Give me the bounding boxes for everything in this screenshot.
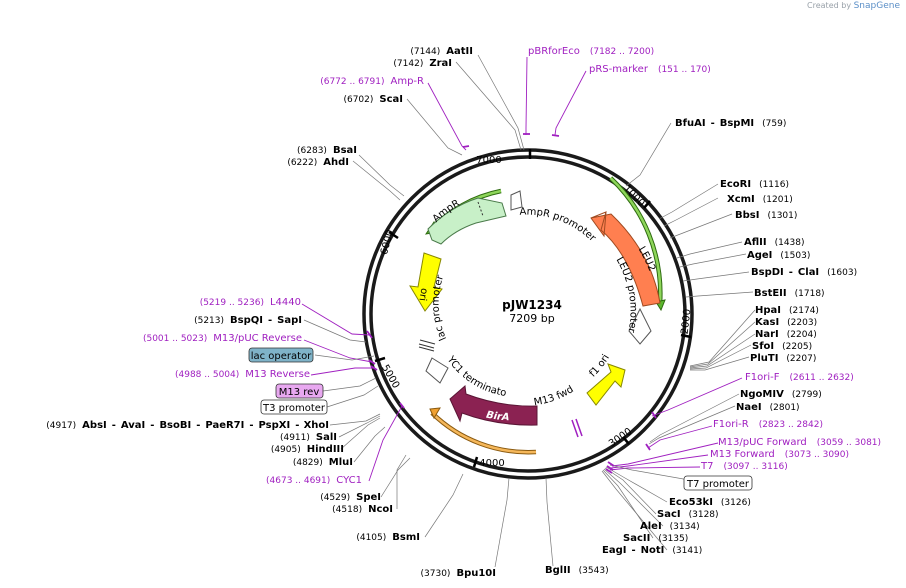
enzyme-nari[interactable]: NarI(2204) bbox=[755, 329, 817, 340]
enzyme-saci[interactable]: SacI(3128) bbox=[657, 509, 719, 520]
tick-4000: 4000 bbox=[479, 458, 504, 469]
bira-arrow[interactable] bbox=[449, 385, 538, 426]
enzyme-xcmi[interactable]: XcmI(1201) bbox=[727, 194, 793, 205]
site-m13-rev: M13 rev bbox=[279, 387, 320, 398]
ampr-promoter-arrow[interactable] bbox=[510, 190, 523, 211]
enzyme-leader-lines bbox=[303, 54, 756, 568]
enzyme-sali[interactable]: (4911)SalI bbox=[280, 432, 337, 443]
ori-arrow[interactable] bbox=[409, 252, 443, 312]
plasmid-length: 7209 bp bbox=[509, 312, 554, 325]
enzyme-hpai[interactable]: HpaI(2174) bbox=[755, 305, 819, 316]
enzyme-alei[interactable]: AleI(3134) bbox=[640, 521, 700, 532]
site-lac-operator: lac operator bbox=[251, 351, 312, 362]
ruler-ticks bbox=[374, 149, 692, 468]
site-m13-reverse[interactable]: (4988 .. 5004)M13 Reverse bbox=[175, 369, 310, 380]
enzyme-bsai[interactable]: (6283)BsaI bbox=[297, 145, 357, 156]
f1-ori-arrow[interactable] bbox=[586, 363, 626, 406]
lac-promoter-arrow[interactable] bbox=[425, 357, 449, 384]
bira-ring-arrow-icon bbox=[429, 407, 441, 420]
site-leader-lines bbox=[301, 56, 743, 482]
enzyme-avai-group[interactable]: (4917)AbsI-AvaI-BsoBI-PaeR7I-PspXI-XhoI bbox=[46, 420, 329, 431]
ampr-promoter-label: AmpR promoter bbox=[519, 206, 598, 244]
leu2-arrow[interactable] bbox=[590, 211, 661, 307]
t7-promoter-box[interactable] bbox=[683, 475, 753, 491]
enzyme-bpu10i[interactable]: (3730)Bpu10I bbox=[421, 568, 496, 579]
enzyme-ncoi[interactable]: (4518)NcoI bbox=[332, 504, 393, 515]
enzyme-ahdi[interactable]: (6222)AhdI bbox=[287, 157, 349, 168]
bira-ring-overlay-inner bbox=[431, 412, 537, 454]
tick-2000: 2000 bbox=[680, 308, 694, 335]
tick-6000: 6000 bbox=[379, 229, 396, 256]
ampr-dashes bbox=[477, 201, 484, 217]
enzyme-bsteii[interactable]: BstEII(1718) bbox=[754, 288, 825, 299]
site-l4440[interactable]: (5219 .. 5236)L4440 bbox=[200, 297, 301, 308]
enzyme-agei[interactable]: AgeI(1503) bbox=[747, 250, 810, 261]
lac-promoter-label: lac promoter bbox=[431, 273, 450, 342]
enzyme-bbsi[interactable]: BbsI(1301) bbox=[735, 210, 797, 221]
enzyme-sacii[interactable]: SacII(3135) bbox=[623, 533, 688, 544]
m13-rev-box[interactable] bbox=[275, 383, 324, 399]
enzyme-hindiii[interactable]: (4905)HindIII bbox=[271, 444, 344, 455]
leu2-ring-overlay-inner bbox=[609, 177, 662, 303]
site-f1ori-f[interactable]: F1ori-F(2611 .. 2632) bbox=[745, 372, 854, 383]
site-m13-puc-forward[interactable]: M13/pUC Forward(3059 .. 3081) bbox=[718, 437, 881, 448]
brand-prefix: Created by bbox=[807, 1, 852, 10]
site-pbrforeco[interactable]: pBRforEco(7182 .. 7200) bbox=[528, 46, 654, 57]
brand-name: SnapGene bbox=[853, 1, 900, 11]
enzyme-ecori[interactable]: EcoRI(1116) bbox=[720, 179, 789, 190]
enzyme-zrai[interactable]: (7142)ZraI bbox=[393, 58, 452, 69]
enzyme-aatii[interactable]: (7144)AatII bbox=[410, 46, 473, 57]
plasmid-name: pJW1234 bbox=[502, 298, 562, 312]
site-amp-r[interactable]: (6772 .. 6791)Amp-R bbox=[320, 76, 424, 87]
lac-operator-box[interactable] bbox=[248, 347, 314, 363]
enzyme-pluti[interactable]: PluTI(2207) bbox=[750, 353, 816, 364]
enzyme-kasi[interactable]: KasI(2203) bbox=[755, 317, 817, 328]
backbone bbox=[362, 148, 694, 480]
site-cyc1[interactable]: (4673 .. 4691)CYC1 bbox=[266, 475, 362, 486]
enzyme-eagi[interactable]: EagI-NotI(3141) bbox=[602, 545, 702, 556]
m13-fwd-label: M13 fwd bbox=[533, 384, 576, 408]
bira-label: BirA bbox=[485, 410, 510, 424]
enzyme-aflii[interactable]: AflII(1438) bbox=[744, 237, 805, 248]
enzyme-spei[interactable]: (4529)SpeI bbox=[320, 492, 381, 503]
enzyme-bspdi[interactable]: BspDI-ClaI(1603) bbox=[751, 267, 857, 278]
site-f1ori-r[interactable]: F1ori-R(2823 .. 2842) bbox=[713, 419, 823, 430]
enzyme-ngomiv[interactable]: NgoMIV(2799) bbox=[740, 389, 822, 400]
snapgene-brand: Created by SnapGene bbox=[807, 1, 900, 11]
tick-3000: 3000 bbox=[607, 426, 634, 450]
enzyme-naei[interactable]: NaeI(2801) bbox=[736, 402, 800, 413]
lac-operator-marks bbox=[418, 339, 436, 352]
site-t7-promoter: T7 promoter bbox=[686, 479, 750, 490]
site-prs-marker[interactable]: pRS-marker(151 .. 170) bbox=[589, 64, 711, 75]
site-t3-promoter: T3 promoter bbox=[262, 403, 326, 414]
enzyme-scai[interactable]: (6702)ScaI bbox=[343, 94, 403, 105]
tick-7000: 7000 bbox=[476, 155, 501, 166]
site-m13-forward[interactable]: M13 Forward(3073 .. 3090) bbox=[710, 449, 849, 460]
site-m13-puc-reverse[interactable]: (5001 .. 5023)M13/pUC Reverse bbox=[143, 333, 302, 344]
enzyme-mlui[interactable]: (4829)MluI bbox=[293, 457, 353, 468]
m13-fwd-marks bbox=[571, 418, 583, 438]
ori-label: ori bbox=[416, 287, 429, 301]
leu2-promoter-arrow[interactable] bbox=[628, 307, 652, 345]
enzyme-bspqi[interactable]: (5213)BspQI-SapI bbox=[194, 315, 302, 326]
enzyme-bsmi[interactable]: (4105)BsmI bbox=[356, 532, 420, 543]
enzyme-eco53ki[interactable]: Eco53kI(3126) bbox=[669, 497, 751, 508]
enzyme-bglii[interactable]: BglII(3543) bbox=[545, 565, 609, 576]
ampr-arrow[interactable] bbox=[427, 197, 507, 245]
site-t7[interactable]: T7(3097 .. 3116) bbox=[700, 461, 788, 472]
enzyme-bfuai[interactable]: BfuAI-BspMI(759) bbox=[675, 118, 786, 129]
t3-promoter-box[interactable] bbox=[260, 399, 328, 415]
enzyme-sfoi[interactable]: SfoI(2205) bbox=[752, 341, 812, 352]
site-marks bbox=[366, 133, 657, 474]
